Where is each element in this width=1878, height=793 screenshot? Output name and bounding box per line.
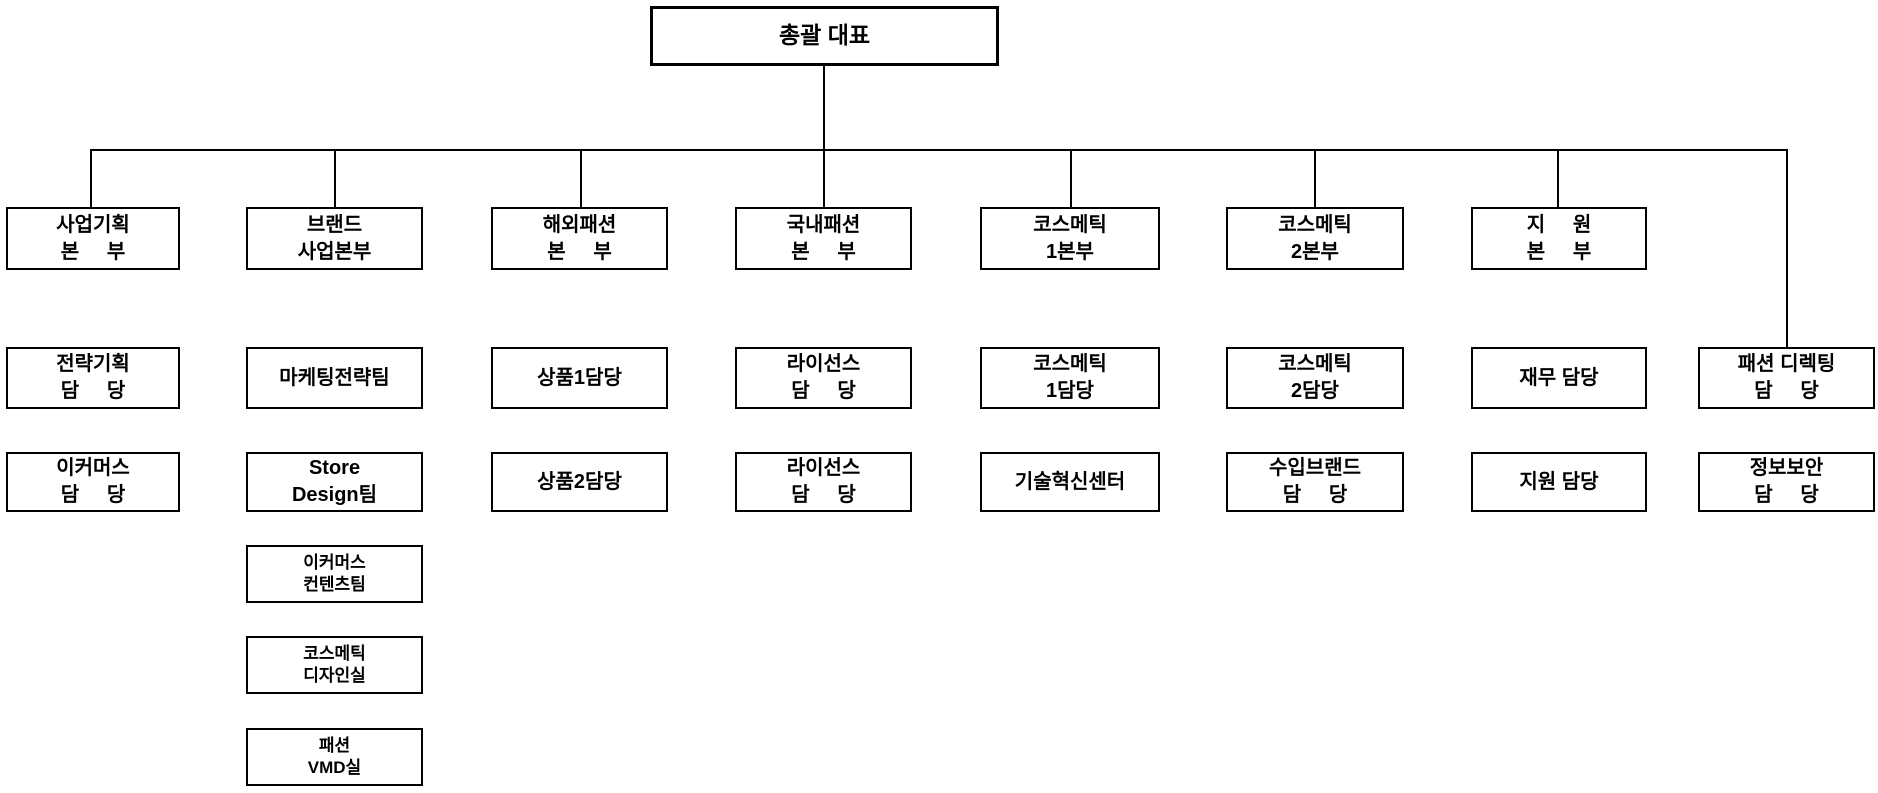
connector-right-branch-vertical <box>1786 149 1788 347</box>
org-box-ecommerce-contents: 이커머스 컨텐츠팀 <box>246 545 423 603</box>
org-box-store-design: Store Design팀 <box>246 452 423 512</box>
org-box-product-1: 상품1담당 <box>491 347 668 409</box>
org-box-ecommerce-charge: 이커머스 담 당 <box>6 452 180 512</box>
connector-main-horizontal <box>90 149 1788 151</box>
org-box-license-2: 라이선스 담 당 <box>735 452 912 512</box>
org-box-division-cosmetic-2: 코스메틱 2본부 <box>1226 207 1404 270</box>
org-box-strategic-planning: 전략기획 담 당 <box>6 347 180 409</box>
org-box-finance: 재무 담당 <box>1471 347 1647 409</box>
org-box-division-cosmetic-1: 코스메틱 1본부 <box>980 207 1160 270</box>
org-box-cosmetic-1-charge: 코스메틱 1담당 <box>980 347 1160 409</box>
connector-stub-division-2 <box>580 149 582 207</box>
org-box-division-overseas-fashion: 해외패션 본 부 <box>491 207 668 270</box>
org-box-division-domestic-fashion: 국내패션 본 부 <box>735 207 912 270</box>
org-box-division-support: 지 원 본 부 <box>1471 207 1647 270</box>
connector-stub-division-0 <box>90 149 92 207</box>
org-box-division-brand-business: 브랜드 사업본부 <box>246 207 423 270</box>
org-box-license-1: 라이선스 담 당 <box>735 347 912 409</box>
connector-stub-division-6 <box>1557 149 1559 207</box>
org-box-fashion-vmd: 패션 VMD실 <box>246 728 423 786</box>
org-box-tech-innovation: 기술혁신센터 <box>980 452 1160 512</box>
org-box-cosmetic-2-charge: 코스메틱 2담당 <box>1226 347 1404 409</box>
org-box-info-security: 정보보안 담 당 <box>1698 452 1875 512</box>
org-box-cosmetic-design: 코스메틱 디자인실 <box>246 636 423 694</box>
org-box-support-charge: 지원 담당 <box>1471 452 1647 512</box>
connector-root-vertical <box>823 66 825 150</box>
org-box-division-business-planning: 사업기획 본 부 <box>6 207 180 270</box>
org-box-marketing-strategy: 마케팅전략팀 <box>246 347 423 409</box>
org-box-product-2: 상품2담당 <box>491 452 668 512</box>
org-box-ceo: 총괄 대표 <box>650 6 999 66</box>
org-box-import-brand: 수입브랜드 담 당 <box>1226 452 1404 512</box>
connector-stub-division-3 <box>823 149 825 207</box>
org-box-fashion-directing: 패션 디렉팅 담 당 <box>1698 347 1875 409</box>
connector-stub-division-1 <box>334 149 336 207</box>
connector-stub-division-4 <box>1070 149 1072 207</box>
connector-stub-division-5 <box>1314 149 1316 207</box>
